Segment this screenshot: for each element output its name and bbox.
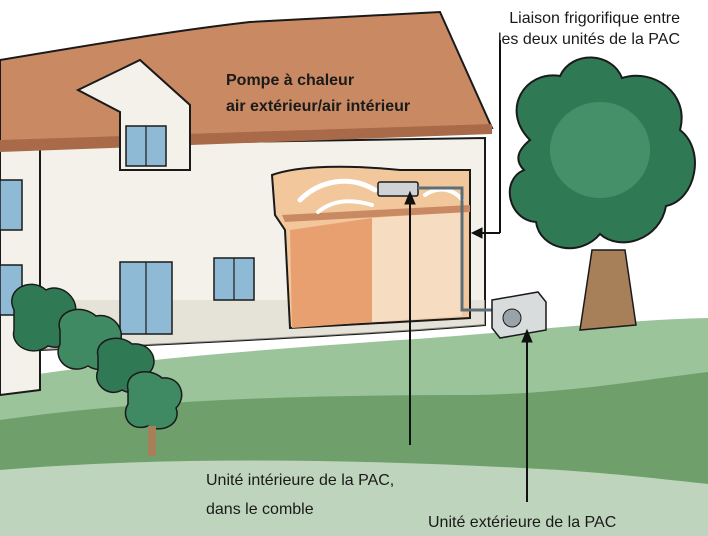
title-line-2: air extérieur/air intérieur bbox=[226, 98, 411, 115]
house bbox=[0, 10, 494, 397]
shrub-4 bbox=[124, 371, 183, 430]
refrigerant-label: Liaison frigorifique entre les deux unit… bbox=[498, 8, 680, 50]
title-label: Pompe à chaleur air extérieur/air intéri… bbox=[226, 70, 410, 117]
tree-trunk bbox=[579, 249, 637, 331]
shrub-trunk bbox=[148, 426, 156, 456]
airflow-left-2 bbox=[316, 199, 374, 214]
annotation-arrows bbox=[404, 40, 533, 502]
indoor-arrowhead bbox=[404, 190, 416, 205]
window-left-top bbox=[0, 179, 23, 231]
indoor-line-2: dans le comble bbox=[206, 501, 314, 518]
outdoor-unit-label: Unité extérieure de la PAC bbox=[428, 512, 616, 533]
big-tree bbox=[508, 56, 696, 331]
indoor-unit-label: Unité intérieure de la PAC, dans le comb… bbox=[206, 470, 394, 520]
indoor-line-1: Unité intérieure de la PAC, bbox=[206, 472, 395, 489]
title-line-1: Pompe à chaleur bbox=[226, 72, 355, 89]
tree-highlight bbox=[550, 102, 650, 198]
indoor-unit bbox=[377, 181, 419, 197]
lawn-bottom-fade bbox=[0, 460, 708, 536]
outdoor-unit bbox=[491, 291, 547, 339]
refrigerant-line bbox=[418, 186, 492, 312]
cutaway-room bbox=[290, 218, 372, 328]
refrigerant-arrowhead bbox=[470, 227, 483, 239]
refrigerant-line-1: Liaison frigorifique entre bbox=[509, 10, 680, 27]
airflow-right bbox=[423, 187, 464, 202]
refrigerant-line-2: les deux unités de la PAC bbox=[497, 31, 680, 48]
outdoor-line: Unité extérieure de la PAC bbox=[428, 514, 617, 531]
attic-floor bbox=[282, 205, 470, 222]
outdoor-unit-fan bbox=[502, 308, 522, 328]
shrubs bbox=[11, 283, 183, 456]
cutaway-room-right bbox=[372, 212, 462, 322]
airflow-left bbox=[297, 178, 378, 203]
outdoor-arrowhead bbox=[521, 328, 533, 343]
